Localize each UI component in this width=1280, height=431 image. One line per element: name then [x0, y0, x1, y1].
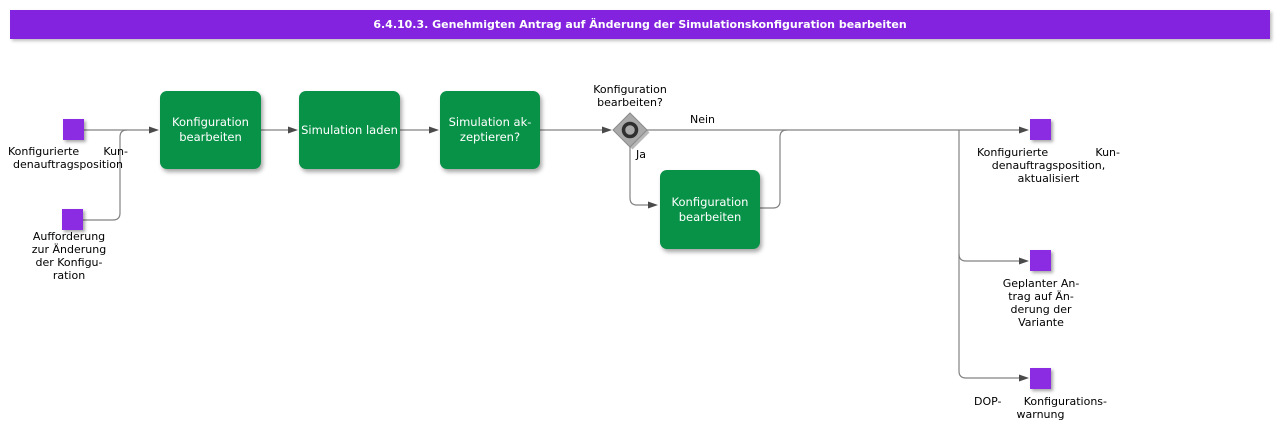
- label-line: Aufforderung: [32, 230, 106, 243]
- label-line: denauftragsposition: [13, 158, 123, 171]
- arrowhead-output3: [1019, 374, 1029, 382]
- data-item-dop-konfigurationswarnung: [1030, 368, 1051, 389]
- data-item-kundenauftragsposition-aktualisiert: [1030, 119, 1051, 140]
- label-line-part: Konfigurierte: [8, 145, 80, 158]
- task-label-line: zeptieren?: [459, 130, 521, 144]
- label-line: Variante: [1018, 316, 1064, 329]
- label-line: bearbeiten?: [597, 96, 663, 109]
- task-konfiguration-bearbeiten-2: Konfiguration bearbeiten: [660, 170, 760, 249]
- flow-branch-to-output3: [958, 130, 1019, 379]
- gateway-diamond: [612, 112, 648, 148]
- task-label-line: bearbeiten: [179, 130, 242, 144]
- label-line: Konfiguration: [593, 83, 667, 96]
- gateway-inclusive-circle-icon: [621, 121, 639, 139]
- label-line: warnung: [1016, 408, 1065, 421]
- arrowhead-output2: [1019, 257, 1029, 265]
- flow-lines: [83, 129, 1019, 379]
- label-line: Geplanter An-: [1002, 277, 1080, 290]
- gateway-question-label: Konfiguration bearbeiten?: [578, 83, 682, 109]
- task-label-line: Konfiguration: [172, 115, 249, 129]
- gateway-konfiguration-bearbeiten: [612, 112, 650, 150]
- task-simulation-akzeptieren: Simulation ak- zeptieren?: [440, 91, 540, 169]
- label-kundenauftragsposition-aktualisiert: Konfigurierte Kun- denauftragsposition, …: [977, 146, 1120, 185]
- task-label-line: Konfiguration: [671, 194, 749, 209]
- label-konfigurierte-kundenauftragsposition: Konfigurierte Kun- denauftragsposition: [8, 145, 128, 171]
- flow-branch-to-output2: [958, 253, 1019, 262]
- label-line: aktualisiert: [1017, 172, 1080, 185]
- arrowheads: [149, 126, 1029, 382]
- arrowhead-task1: [149, 126, 159, 134]
- flow-gateway-ja-to-task4: [629, 147, 649, 206]
- label-line-part: Kun-: [1095, 146, 1120, 159]
- label-line: DOP- Konfigurations-: [974, 395, 1107, 408]
- label-line: trag auf Än-: [1008, 290, 1074, 303]
- data-item-konfigurierte-kundenauftragsposition: [63, 119, 84, 140]
- flow-input2-merge: [83, 129, 128, 221]
- label-line-part: Konfigurierte: [977, 146, 1049, 159]
- task-konfiguration-bearbeiten-1: Konfiguration bearbeiten: [160, 91, 261, 169]
- label-dop-konfigurationswarnung: DOP- Konfigurations- warnung: [974, 395, 1107, 421]
- task-label-line: Simulation laden: [301, 122, 398, 137]
- label-line-part: Konfigurations-: [1023, 395, 1107, 408]
- label-line: Konfigurierte Kun-: [8, 145, 128, 158]
- label-geplanter-antrag: Geplanter An- trag auf Än- derung der Va…: [995, 277, 1087, 329]
- arrowhead-output1: [1019, 126, 1029, 134]
- label-line: derung der: [1010, 303, 1072, 316]
- arrowhead-gateway: [602, 126, 612, 134]
- flow-task4-merge: [760, 129, 788, 209]
- label-line: denauftragsposition,: [991, 159, 1106, 172]
- label-line-part: Kun-: [103, 145, 128, 158]
- label-line: Konfigurierte Kun-: [977, 146, 1120, 159]
- label-line-part: DOP-: [974, 395, 1002, 408]
- arrowhead-task4: [648, 201, 658, 209]
- task-label-line: Simulation ak-: [448, 115, 532, 129]
- label-line: zur Änderung: [31, 243, 107, 256]
- label-line: ration: [52, 269, 86, 282]
- diagram-title-bar: 6.4.10.3. Genehmigten Antrag auf Änderun…: [10, 10, 1270, 39]
- diagram-title: 6.4.10.3. Genehmigten Antrag auf Änderun…: [373, 18, 907, 31]
- data-item-geplanter-antrag: [1030, 250, 1051, 271]
- data-item-aufforderung-zur-aenderung: [62, 209, 83, 230]
- label-aufforderung-zur-aenderung: Aufforderung zur Änderung der Konfigu- r…: [24, 230, 114, 282]
- task-label-line: bearbeiten: [678, 209, 742, 224]
- label-line: der Konfigu-: [35, 256, 103, 269]
- gateway-yes-branch-label: Ja: [636, 148, 646, 161]
- gateway-no-branch-label: Nein: [690, 113, 716, 126]
- task-simulation-laden: Simulation laden: [299, 91, 400, 169]
- arrowhead-task3: [429, 126, 439, 134]
- arrowhead-task2: [288, 126, 298, 134]
